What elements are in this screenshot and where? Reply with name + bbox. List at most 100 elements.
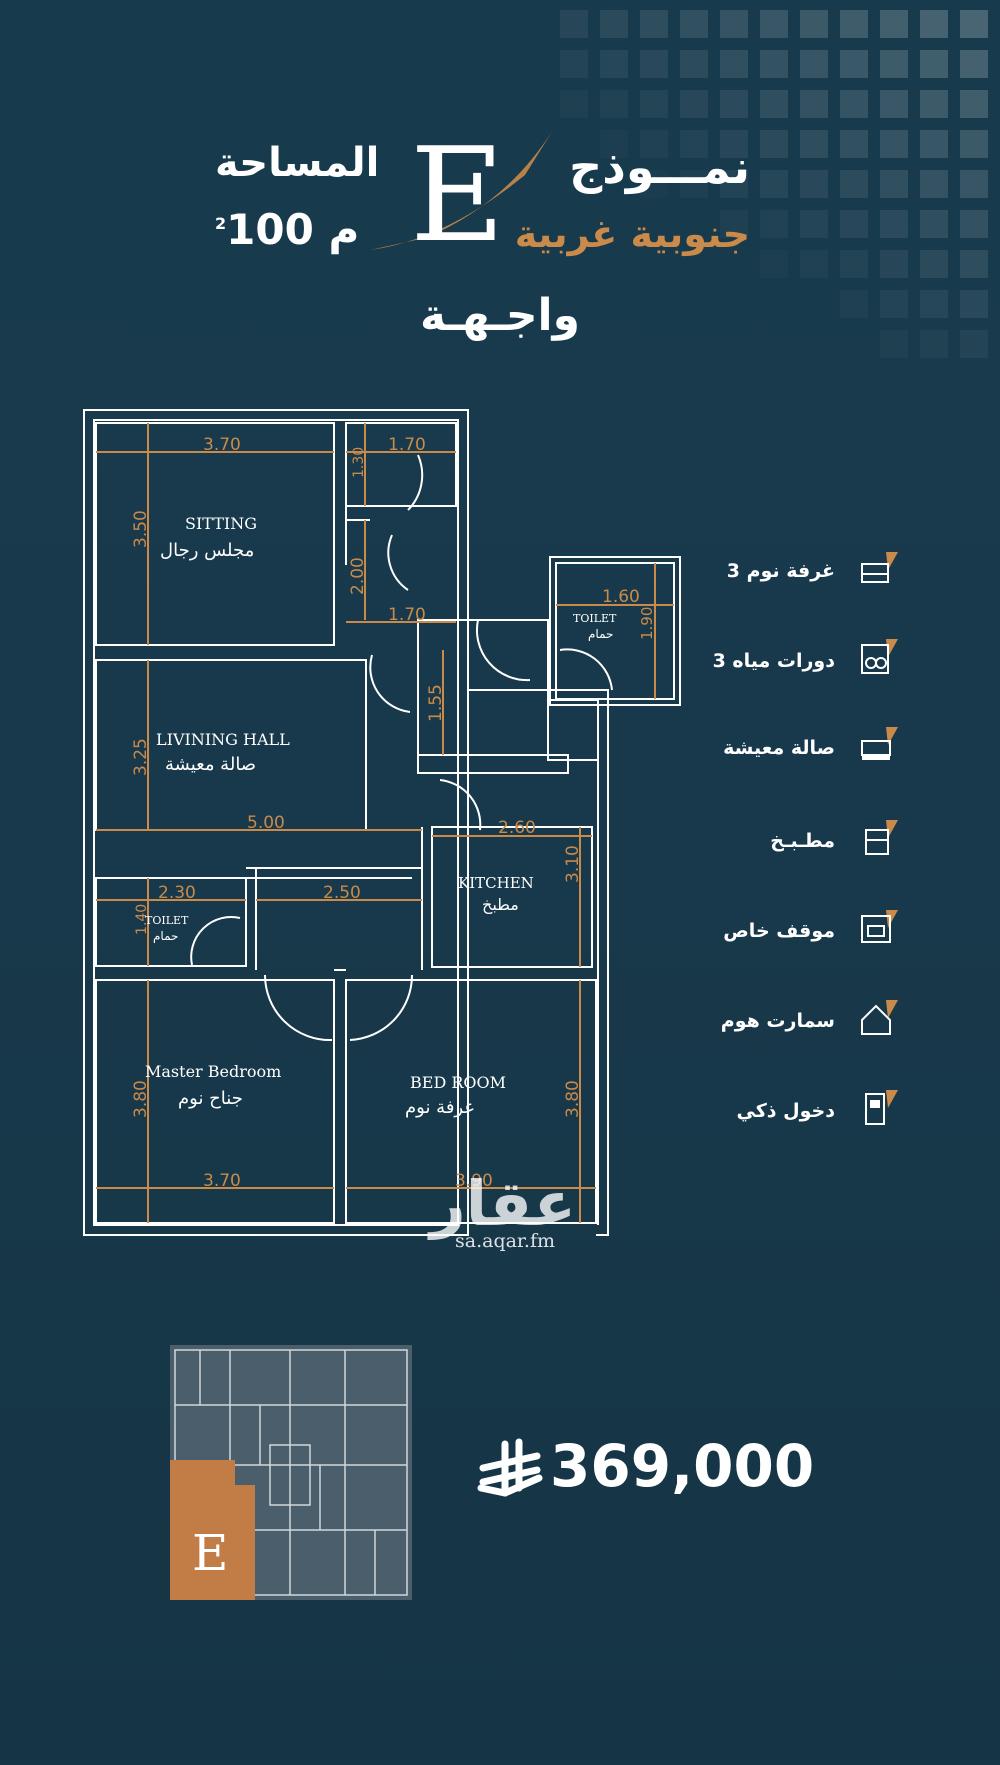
decorative-square	[880, 10, 908, 38]
decorative-square	[920, 90, 948, 118]
decorative-square	[920, 10, 948, 38]
price-value: 369,000	[550, 1432, 815, 1500]
room-label-toilet-1-ar: حمام	[588, 627, 613, 641]
dim-label: 2.30	[158, 883, 196, 903]
dim-label: 1.55	[426, 684, 446, 722]
key-plan-unit-letter: E	[192, 1524, 229, 1582]
room-label-master-bedroom-ar: جناح نوم	[178, 1088, 243, 1109]
decorative-square	[880, 250, 908, 278]
decorative-square	[640, 90, 668, 118]
decorative-square	[880, 170, 908, 198]
decorative-square	[920, 210, 948, 238]
area-label: المساحة	[215, 140, 380, 186]
decorative-square	[960, 330, 988, 358]
area-unit-superscript: 2	[215, 214, 227, 233]
room-label-bedroom-ar: غرفة نوم	[405, 1097, 474, 1118]
decorative-square	[600, 50, 628, 78]
kitchen-icon	[865, 820, 898, 855]
room-label-living: LIVINING HALL	[156, 730, 290, 749]
sofa-icon	[861, 727, 898, 760]
smart-lock-icon	[865, 1090, 898, 1125]
decorative-square	[760, 10, 788, 38]
unit-e-highlight	[170, 1460, 255, 1600]
decorative-square	[680, 130, 708, 158]
decorative-square	[960, 290, 988, 318]
decorative-square	[960, 50, 988, 78]
decorative-square	[640, 50, 668, 78]
room-label-kitchen-ar: مطبخ	[482, 895, 519, 915]
decorative-square	[960, 250, 988, 278]
facade-label: واجـهـة	[420, 290, 580, 341]
decorative-square	[840, 90, 868, 118]
dim-label: 3.70	[203, 1171, 241, 1191]
decorative-square	[880, 290, 908, 318]
room-label-kitchen: KITCHEN	[458, 874, 534, 892]
room-label-living-ar: صالة معيشة	[165, 754, 256, 775]
decorative-square	[760, 130, 788, 158]
decorative-square	[840, 50, 868, 78]
decorative-square	[920, 170, 948, 198]
watermark-logo-text: عقار	[427, 1167, 576, 1240]
decorative-square	[960, 170, 988, 198]
dim-label: 1.70	[388, 435, 426, 455]
decorative-square	[720, 10, 748, 38]
dim-label: 1.30	[351, 447, 367, 478]
decorative-square	[560, 10, 588, 38]
room-label-toilet-2: TOILET	[145, 914, 189, 927]
dim-label: 3.80	[563, 1080, 583, 1118]
decorative-square	[800, 10, 828, 38]
decorative-square	[720, 130, 748, 158]
dim-label: 2.00	[348, 557, 368, 595]
decorative-square	[760, 90, 788, 118]
decorative-square	[840, 210, 868, 238]
decorative-square	[840, 10, 868, 38]
decorative-square	[880, 210, 908, 238]
feature-kitchen: مطـبـخ	[770, 830, 835, 852]
decorative-grid-pattern	[560, 10, 988, 358]
unit-direction: جنوبية غربية	[514, 212, 750, 256]
decorative-square	[600, 10, 628, 38]
dim-label: 1.70	[388, 605, 426, 625]
room-label-bedroom: BED ROOM	[410, 1073, 506, 1092]
decorative-square	[920, 290, 948, 318]
decorative-square	[800, 210, 828, 238]
decorative-square	[880, 50, 908, 78]
parking-icon	[861, 910, 898, 943]
decorative-square	[920, 330, 948, 358]
dim-label: 1.90	[638, 607, 656, 640]
room-label-sitting-ar: مجلس رجال	[160, 540, 254, 561]
dim-label: 2.50	[323, 883, 361, 903]
decorative-square	[640, 10, 668, 38]
dim-label: 3.90	[455, 1171, 493, 1191]
decorative-square	[800, 130, 828, 158]
dim-label: 3.50	[131, 510, 151, 548]
dim-label: 5.00	[247, 813, 285, 833]
decorative-square	[760, 170, 788, 198]
floor-plan: 3.70 1.70 3.50 1.30 2.00 1.70 1.60 1.90 …	[83, 409, 681, 1240]
decorative-square	[600, 90, 628, 118]
feature-bedrooms: 3 غرفة نوم	[726, 560, 835, 582]
room-label-sitting: SITTING	[185, 514, 257, 533]
dim-label: 3.10	[563, 845, 583, 883]
feature-living-room: صالة معيشة	[723, 737, 835, 759]
dim-label: 1.60	[602, 587, 640, 607]
feature-smart-home: سمارت هوم	[720, 1010, 835, 1032]
decorative-square	[840, 250, 868, 278]
dim-label: 3.25	[131, 738, 151, 776]
decorative-square	[680, 10, 708, 38]
aqar-watermark-logo: عقار	[427, 1167, 576, 1240]
decorative-square	[800, 170, 828, 198]
riyal-symbol-icon	[477, 1438, 543, 1497]
decorative-square	[800, 50, 828, 78]
feature-smart-entry: دخول ذكي	[736, 1100, 835, 1122]
decorative-square	[960, 130, 988, 158]
model-title: نمـــوذج	[569, 140, 750, 194]
decorative-square	[720, 170, 748, 198]
decorative-square	[680, 90, 708, 118]
feature-parking: موقف خاص	[723, 920, 835, 942]
model-e-logo: E	[370, 120, 553, 260]
decorative-square	[760, 50, 788, 78]
decorative-square	[920, 250, 948, 278]
watermark-url: sa.aqar.fm	[455, 1230, 556, 1252]
bedroom-icon	[861, 552, 898, 583]
